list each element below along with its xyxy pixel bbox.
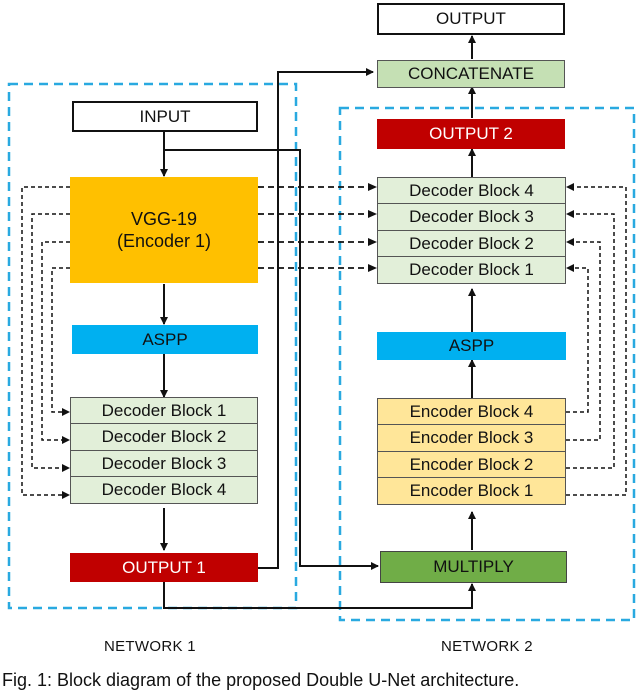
network1-decoder-block-3: Decoder Block 3 (70, 449, 258, 478)
output1-label: OUTPUT 1 (122, 557, 206, 577)
network2-frame (338, 106, 636, 622)
input-label: INPUT (139, 106, 191, 126)
decoder-label: Decoder Block 2 (101, 427, 227, 447)
decoder-label: Decoder Block 1 (409, 260, 534, 280)
concatenate-label: CONCATENATE (408, 64, 534, 84)
aspp1-block: ASPP (72, 325, 258, 354)
decoder-label: Decoder Block 3 (101, 453, 227, 473)
concatenate-block: CONCATENATE (377, 60, 565, 88)
network1-label: NETWORK 1 (104, 638, 196, 655)
network2-decoder-stack: Decoder Block 4 Decoder Block 3 Decoder … (377, 176, 566, 284)
decoder-label: Decoder Block 4 (409, 180, 534, 200)
final-output-label: OUTPUT (436, 9, 506, 29)
network1-frame (7, 82, 298, 610)
figure-caption: Fig. 1: Block diagram of the proposed Do… (2, 670, 520, 690)
network1-decoder-block-4: Decoder Block 4 (70, 476, 258, 504)
network2-label: NETWORK 2 (441, 638, 533, 655)
network2-decoder-block-2: Decoder Block 2 (377, 229, 566, 258)
network1-decoder-stack: Decoder Block 1 Decoder Block 2 Decoder … (70, 396, 258, 504)
aspp2-label: ASPP (448, 336, 495, 356)
network2-decoder-block-4: Decoder Block 4 (377, 176, 566, 205)
multiply-label: MULTIPLY (433, 557, 514, 577)
encoder1-title: VGG-19 (130, 208, 198, 229)
encoder-label: Encoder Block 2 (409, 454, 534, 474)
output1-block: OUTPUT 1 (70, 553, 258, 582)
network2-encoder-block-3: Encoder Block 3 (377, 424, 566, 452)
decoder-label: Decoder Block 4 (101, 480, 227, 500)
input-box: INPUT (72, 101, 258, 132)
network2-decoder-block-3: Decoder Block 3 (377, 203, 566, 231)
decoder-label: Decoder Block 1 (101, 400, 227, 420)
encoder-label: Encoder Block 1 (409, 481, 534, 501)
network1-decoder-block-1: Decoder Block 1 (70, 396, 258, 425)
encoder1-subtitle: (Encoder 1) (116, 231, 212, 251)
output2-block: OUTPUT 2 (377, 119, 565, 149)
aspp2-block: ASPP (377, 332, 566, 360)
network2-encoder-block-4: Encoder Block 4 (377, 397, 566, 426)
network2-encoder-block-1: Encoder Block 1 (377, 477, 566, 505)
network2-encoder-stack: Encoder Block 4 Encoder Block 3 Encoder … (377, 397, 566, 505)
network2-decoder-block-1: Decoder Block 1 (377, 256, 566, 284)
encoder-label: Encoder Block 4 (409, 401, 534, 421)
multiply-block: MULTIPLY (380, 551, 567, 583)
decoder-label: Decoder Block 3 (409, 207, 534, 227)
network2-encoder-block-2: Encoder Block 2 (377, 450, 566, 479)
encoder-label: Encoder Block 3 (409, 428, 534, 448)
final-output-box: OUTPUT (377, 3, 565, 35)
output2-label: OUTPUT 2 (429, 124, 513, 144)
encoder1-vgg19-block: VGG-19 (Encoder 1) (70, 177, 258, 283)
decoder-label: Decoder Block 2 (409, 233, 534, 253)
network1-decoder-block-2: Decoder Block 2 (70, 423, 258, 451)
aspp1-label: ASPP (142, 329, 188, 349)
